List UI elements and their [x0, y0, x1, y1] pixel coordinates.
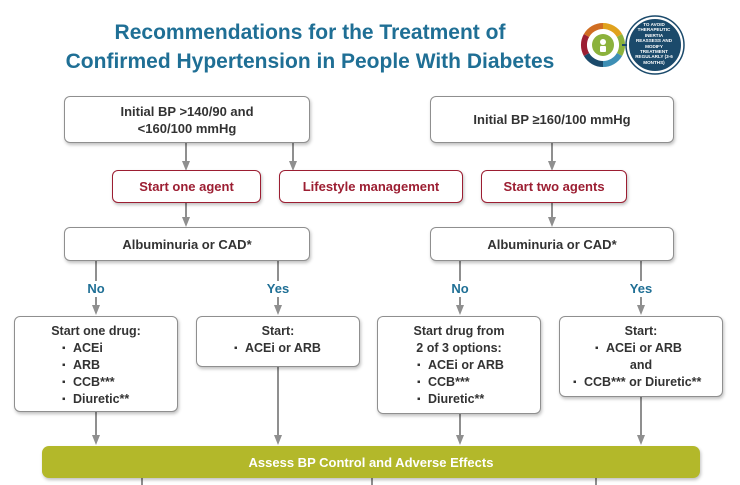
- drug-box-1: Start one drug: ACEi ARB CCB*** Diuretic…: [14, 316, 178, 412]
- list-item: ACEi: [62, 340, 177, 357]
- list-item: CCB*** or Diuretic**: [573, 374, 722, 391]
- page-title: Recommendations for the Treatment of Con…: [30, 18, 590, 76]
- start-two-agents-box: Start two agents: [481, 170, 627, 203]
- branch-no-right: No: [451, 281, 469, 296]
- albuminuria-right-box: Albuminuria or CAD*: [430, 227, 674, 261]
- assess-label: Assess BP Control and Adverse Effects: [248, 454, 494, 470]
- initial-bp-low-box: Initial BP >140/90 and <160/100 mmHg: [64, 96, 310, 143]
- initial-bp-high-box: Initial BP ≥160/100 mmHg: [430, 96, 674, 143]
- drug-box-3: Start drug from 2 of 3 options: ACEi or …: [377, 316, 541, 414]
- list-item: ARB: [62, 357, 177, 374]
- logo-text: TO AVOID THERAPEUTIC INERTIA REASSESS AN…: [635, 22, 673, 65]
- drug-box-4: Start: ACEi or ARB and CCB*** or Diureti…: [559, 316, 723, 397]
- list-item: CCB***: [62, 374, 177, 391]
- branch-yes-left: Yes: [266, 281, 290, 296]
- list-item: ACEi or ARB: [417, 357, 540, 374]
- drug-box-2-head: Start:: [261, 324, 295, 338]
- drug-box-4-and: and: [629, 358, 653, 372]
- treatment-cycle-icon: [580, 15, 685, 75]
- branch-yes-right: Yes: [629, 281, 653, 296]
- lifestyle-management-box: Lifestyle management: [279, 170, 463, 203]
- drug-box-1-head: Start one drug:: [51, 324, 141, 338]
- drug-box-3-head-1: Start drug from: [413, 324, 505, 338]
- start-one-agent-box: Start one agent: [112, 170, 261, 203]
- drug-box-4-head: Start:: [624, 324, 658, 338]
- start-one-agent-label: Start one agent: [139, 179, 234, 194]
- list-item: Diuretic**: [417, 391, 540, 408]
- initial-bp-high-label: Initial BP ≥160/100 mmHg: [473, 112, 631, 127]
- initial-bp-low-line-1: Initial BP >140/90 and: [120, 103, 254, 119]
- start-two-agents-label: Start two agents: [503, 179, 605, 194]
- drug-box-3-head-2: 2 of 3 options:: [416, 341, 502, 355]
- albuminuria-left-label: Albuminuria or CAD*: [122, 236, 252, 252]
- drug-box-2: Start: ACEi or ARB: [196, 316, 360, 367]
- branch-no-left: No: [87, 281, 105, 296]
- initial-bp-low-line-2: <160/100 mmHg: [137, 120, 237, 136]
- albuminuria-left-box: Albuminuria or CAD*: [64, 227, 310, 261]
- list-item: Diuretic**: [62, 391, 177, 408]
- assess-bp-control-bar: Assess BP Control and Adverse Effects: [42, 446, 700, 478]
- list-item: ACEi or ARB: [234, 340, 359, 357]
- list-item: CCB***: [417, 374, 540, 391]
- lifestyle-management-label: Lifestyle management: [302, 179, 440, 194]
- albuminuria-right-label: Albuminuria or CAD*: [487, 236, 617, 252]
- title-line-1: Recommendations for the Treatment of: [114, 21, 506, 44]
- list-item: ACEi or ARB: [595, 340, 722, 357]
- title-line-2: Confirmed Hypertension in People With Di…: [65, 50, 555, 73]
